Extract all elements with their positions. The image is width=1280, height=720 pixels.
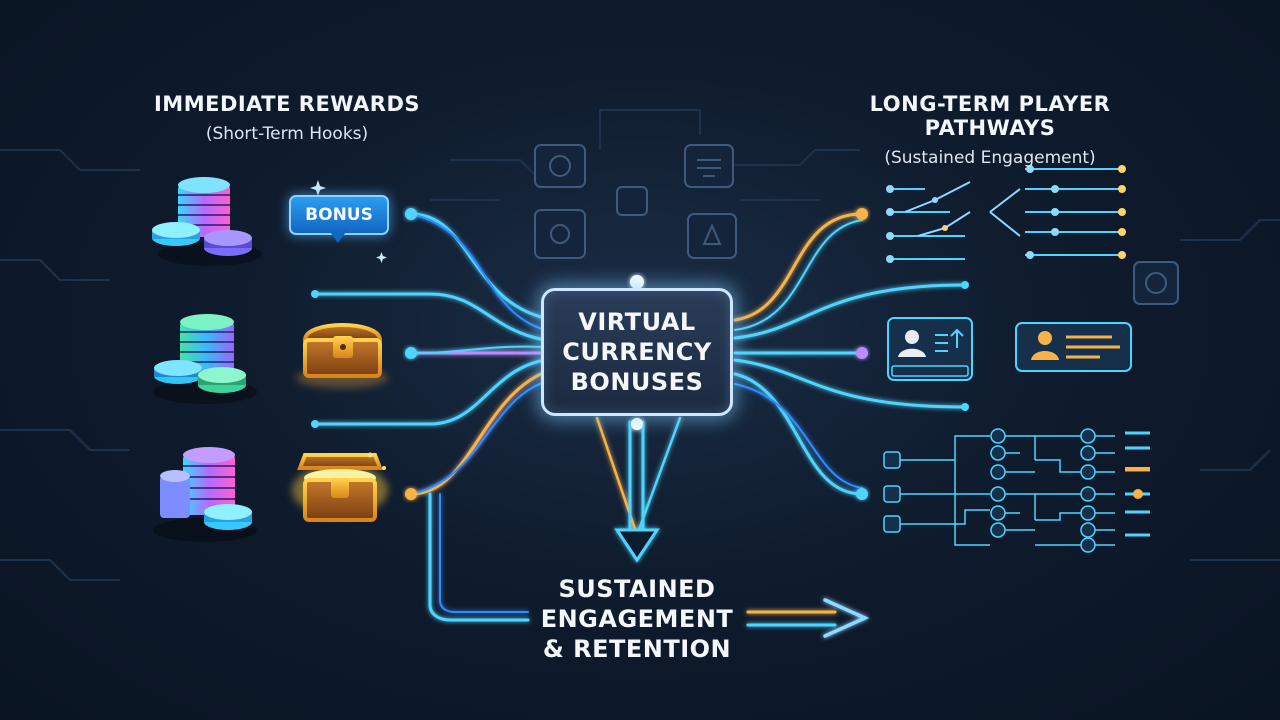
background-tech-icons (534, 144, 1179, 305)
profile-card-icon (887, 317, 973, 381)
right-panel-heading: LONG-TERM PLAYER PATHWAYS (Sustained Eng… (810, 92, 1170, 168)
open-treasure-chest-icon (292, 452, 388, 522)
center-node-line-1: VIRTUAL (578, 308, 696, 336)
left-line-nodes (311, 208, 417, 500)
coin-stack-icon (152, 177, 262, 266)
outcome-line-3: & RETENTION (542, 635, 732, 663)
skill-tree-icon (900, 431, 1150, 546)
center-top-node (630, 275, 644, 289)
right-flow-lines (733, 212, 967, 496)
profile-card-icon (1015, 322, 1132, 372)
coin-stack-icon (153, 314, 257, 404)
left-panel-title: IMMEDIATE REWARDS (153, 92, 421, 116)
treasure-chest-icon (296, 323, 388, 388)
right-panel-title: LONG-TERM PLAYER PATHWAYS (869, 92, 1111, 140)
sparkle-icon (310, 180, 387, 263)
background-circuitry (0, 109, 1280, 581)
outcome-line-2: ENGAGEMENT (540, 605, 734, 633)
left-panel-heading: IMMEDIATE REWARDS (Short-Term Hooks) (107, 92, 467, 144)
center-node-line-2: CURRENCY (562, 338, 712, 366)
retention-flow-line (428, 492, 530, 622)
arrow-down-icon (595, 416, 682, 563)
virtual-currency-bonuses-node: VIRTUAL CURRENCY BONUSES (541, 288, 733, 416)
right-panel-subtitle: (Sustained Engagement) (884, 148, 1096, 168)
skill-tree-accents (1125, 467, 1150, 499)
left-flow-lines (313, 212, 547, 496)
center-node-line-3: BONUSES (570, 368, 704, 396)
coin-stack-icon (153, 447, 257, 542)
bonus-badge: BONUS (289, 195, 389, 235)
right-line-nodes (856, 208, 969, 500)
skill-tree-nodes (883, 428, 1096, 553)
bonus-badge-tail (328, 229, 348, 243)
outcome-line-1: SUSTAINED (558, 575, 716, 603)
outcome-label: SUSTAINED ENGAGEMENT & RETENTION (532, 574, 742, 664)
progression-chart-icon (890, 168, 1120, 260)
bonus-badge-label: BONUS (305, 205, 373, 225)
arrow-right-icon (746, 598, 870, 638)
progression-chart-nodes (886, 165, 1126, 263)
left-panel-subtitle: (Short-Term Hooks) (205, 124, 369, 144)
